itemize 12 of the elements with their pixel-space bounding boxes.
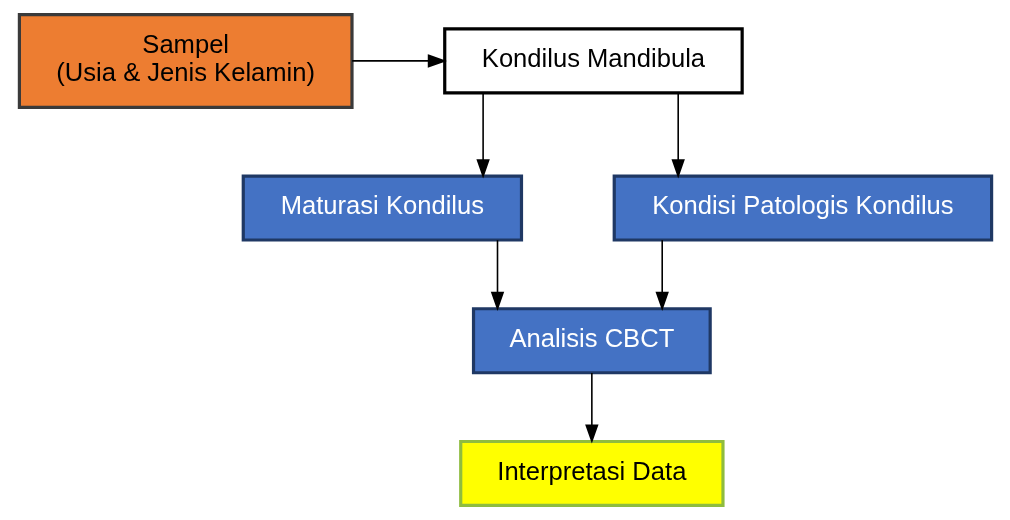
node-box: Maturasi Kondilus xyxy=(241,174,523,242)
arrow xyxy=(584,372,599,444)
arrow xyxy=(670,92,685,179)
node-box: Interpretasi Data xyxy=(458,439,725,508)
node-box: Analisis CBCT xyxy=(471,307,712,375)
arrow xyxy=(475,92,490,179)
arrow xyxy=(350,54,447,68)
node-box: Sampel (Usia & Jenis Kelamin) xyxy=(17,12,354,109)
node-box: Kondisi Patologis Kondilus xyxy=(612,174,993,242)
arrow xyxy=(490,239,504,311)
arrow xyxy=(655,239,669,311)
node-box: Kondilus Mandibula xyxy=(442,27,744,95)
